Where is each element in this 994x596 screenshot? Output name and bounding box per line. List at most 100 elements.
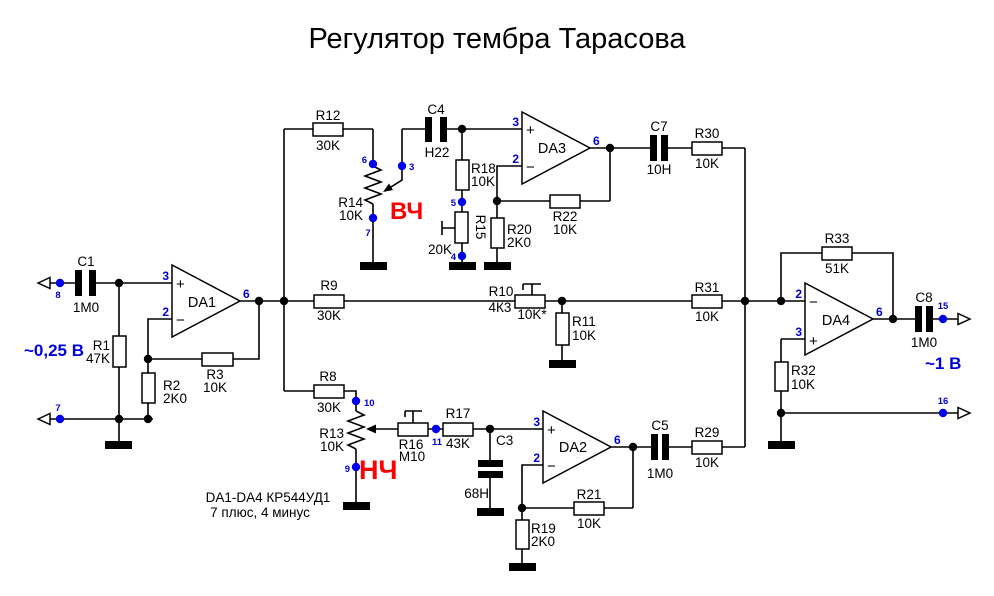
terminal-label-11: 11 <box>432 437 443 448</box>
resistor-r18-body <box>455 159 470 191</box>
r11-ref: R11 <box>572 314 596 329</box>
c4-ref: C4 <box>427 102 445 117</box>
da2-plus-sign: + <box>547 422 556 439</box>
da2-pin6-label: 6 <box>614 433 621 447</box>
r17-value: 43K <box>446 436 470 451</box>
r10-alt-value: 10K* <box>517 307 547 322</box>
r13-value: 10K <box>320 439 344 454</box>
terminal-dot-5 <box>457 197 467 207</box>
resistor-r10-body <box>514 294 546 309</box>
terminal-label-4: 4 <box>451 252 457 263</box>
c1-value: 1M0 <box>73 300 99 315</box>
terminal-label-8: 8 <box>55 290 60 301</box>
ground-symbol <box>105 441 132 449</box>
terminal-dot-16 <box>938 408 948 418</box>
output-arrow-bottom <box>957 406 972 420</box>
r21-ref: R21 <box>577 487 602 502</box>
c4-value: H22 <box>425 145 450 160</box>
da1-pin2-label: 2 <box>162 305 169 319</box>
r32-ref: R32 <box>791 363 816 378</box>
r16-ref: R16 <box>399 437 424 452</box>
input-level-label: ~0,25 В <box>24 341 84 360</box>
ground-symbol <box>343 502 370 510</box>
c5-value: 1M0 <box>647 466 673 481</box>
terminal-label-9: 9 <box>345 464 350 475</box>
resistor-r32-body <box>774 361 789 392</box>
input-arrow-bottom <box>36 412 51 426</box>
da4-minus-sign: − <box>809 294 818 311</box>
da2-name: DA2 <box>559 440 587 456</box>
terminal-label-15: 15 <box>938 301 949 312</box>
r18-ref: R18 <box>471 161 496 176</box>
treble-label: ВЧ <box>390 198 423 225</box>
c7-value: 10H <box>647 162 672 177</box>
da1-pin3-label: 3 <box>162 269 169 283</box>
opamp-da3-triangle <box>521 110 592 186</box>
ground-symbol <box>509 563 536 571</box>
output-level-label: ~1 В <box>925 354 961 373</box>
terminal-label-7-input: 7 <box>55 403 60 414</box>
ground-symbol <box>484 262 511 270</box>
c7-ref: C7 <box>650 119 667 134</box>
da1-plus-sign: + <box>176 276 185 293</box>
wiper-arrow-r13 <box>366 424 376 434</box>
r16-value: M10 <box>399 449 425 464</box>
resistor-r21-body <box>573 501 605 516</box>
resistor-r16-body <box>397 422 429 437</box>
bass-label: НЧ <box>359 455 397 485</box>
r3-value: 10K <box>203 380 227 395</box>
schematic-title: Регулятор тембра Тарасова <box>308 23 686 55</box>
r30-value: 10K <box>695 156 719 171</box>
resistor-r15-body <box>454 211 469 244</box>
da3-name: DA3 <box>538 141 566 157</box>
r31-value: 10K <box>695 309 719 324</box>
potentiometer-r13-zigzag <box>345 410 367 450</box>
r22-value: 10K <box>553 222 577 237</box>
da3-pin3-label: 3 <box>512 115 519 129</box>
resistor-r22-body <box>549 194 581 209</box>
resistor-r2-body <box>141 372 156 404</box>
note-line-2: 7 плюс, 4 минус <box>210 505 310 520</box>
da2-pin2-label: 2 <box>533 451 540 465</box>
terminal-label-16: 16 <box>938 396 949 407</box>
capacitor-c3-plates <box>478 460 503 478</box>
capacitor-c1-plates <box>75 270 96 296</box>
da2-minus-sign: − <box>547 458 556 475</box>
terminal-dot-4 <box>457 251 467 261</box>
r10-value: 4К3 <box>489 300 512 315</box>
r8-value: 30K <box>317 400 341 415</box>
c3-ref: C3 <box>496 433 513 448</box>
r21-value: 10K <box>577 516 601 531</box>
r1-value: 47K <box>86 351 110 366</box>
terminal-dots <box>55 159 948 472</box>
resistor-r12-body <box>312 122 344 137</box>
terminal-dot-11 <box>431 424 441 434</box>
r20-value: 2K0 <box>507 235 531 250</box>
r9-value: 30K <box>317 308 341 323</box>
r22-ref: R22 <box>553 209 578 224</box>
resistor-r9-body <box>313 294 345 309</box>
terminal-label-6: 6 <box>362 155 367 166</box>
output-arrow-top <box>957 312 972 326</box>
c5-ref: C5 <box>651 418 668 433</box>
r31-ref: R31 <box>695 280 720 295</box>
da1-pin6-label: 6 <box>243 287 250 301</box>
c8-ref: C8 <box>915 290 932 305</box>
terminal-label-7-r14: 7 <box>365 228 370 239</box>
r30-ref: R30 <box>695 126 720 141</box>
r2-ref: R2 <box>163 378 180 393</box>
terminal-dot-3 <box>397 161 407 171</box>
resistor-r17-body <box>442 422 474 437</box>
r15-value: 20K <box>428 242 452 257</box>
r3-ref: R3 <box>206 367 223 382</box>
r1-ref: R1 <box>93 338 110 353</box>
resistor-r20-body <box>490 217 505 249</box>
c3-value: 68H <box>464 486 489 501</box>
resistor-r33-body <box>821 246 853 261</box>
terminal-label-5: 5 <box>451 198 457 209</box>
note-line-1: DA1-DA4 КР544УД1 <box>206 490 331 505</box>
da4-plus-sign: + <box>809 333 818 350</box>
r11-value: 10K <box>572 328 596 343</box>
